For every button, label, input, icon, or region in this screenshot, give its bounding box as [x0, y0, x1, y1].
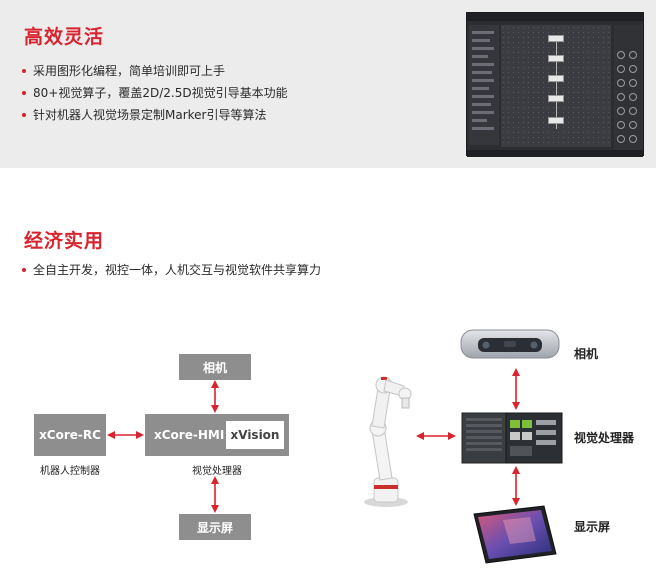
camera-device-image: [460, 329, 560, 359]
section2-title: 经济实用: [24, 230, 105, 252]
xvision-box: xVision: [226, 421, 284, 449]
bullet-item: 80+视觉算子，覆盖2D/2.5D视觉引导基本功能: [22, 82, 288, 104]
display-box: 显示屏: [179, 514, 251, 540]
bullet-dot: [22, 113, 26, 117]
bullet-dot: [22, 268, 26, 272]
processor-device-image: [461, 412, 563, 464]
section2-bullets: 全自主开发，视控一体，人机交互与视觉软件共享算力: [22, 259, 321, 281]
bullet-item: 针对机器人视觉场景定制Marker引导等算法: [22, 104, 288, 126]
bullet-dot: [22, 69, 26, 73]
camera-box: 相机: [179, 354, 251, 380]
screenshot-flow-canvas: [501, 25, 611, 147]
display-device-image: [473, 505, 557, 564]
robot-arm-image: [364, 376, 412, 507]
section1-title: 高效灵活: [24, 26, 105, 48]
camera-label: 相机: [574, 347, 599, 361]
processor-label: 视觉处理器: [574, 431, 635, 445]
hmi-label: xCore-HMI: [154, 428, 225, 442]
bullet-item: 全自主开发，视控一体，人机交互与视觉软件共享算力: [22, 259, 321, 281]
bullet-item: 采用图形化编程，简单培训即可上手: [22, 60, 288, 82]
screenshot-operator-list: [469, 25, 499, 145]
bullet-dot: [22, 91, 26, 95]
software-screenshot: [466, 12, 644, 157]
display-label: 显示屏: [574, 520, 611, 534]
robot-controller-caption: 机器人控制器: [40, 466, 100, 477]
screenshot-toolbar: [467, 13, 643, 21]
screenshot-tool-panel: [614, 25, 643, 153]
section1-bullets: 采用图形化编程，简单培训即可上手 80+视觉算子，覆盖2D/2.5D视觉引导基本…: [22, 60, 288, 126]
screenshot-statusbar: [467, 150, 643, 157]
vision-processor-caption: 视觉处理器: [192, 466, 242, 477]
robot-controller-box: xCore-RC: [34, 414, 106, 456]
